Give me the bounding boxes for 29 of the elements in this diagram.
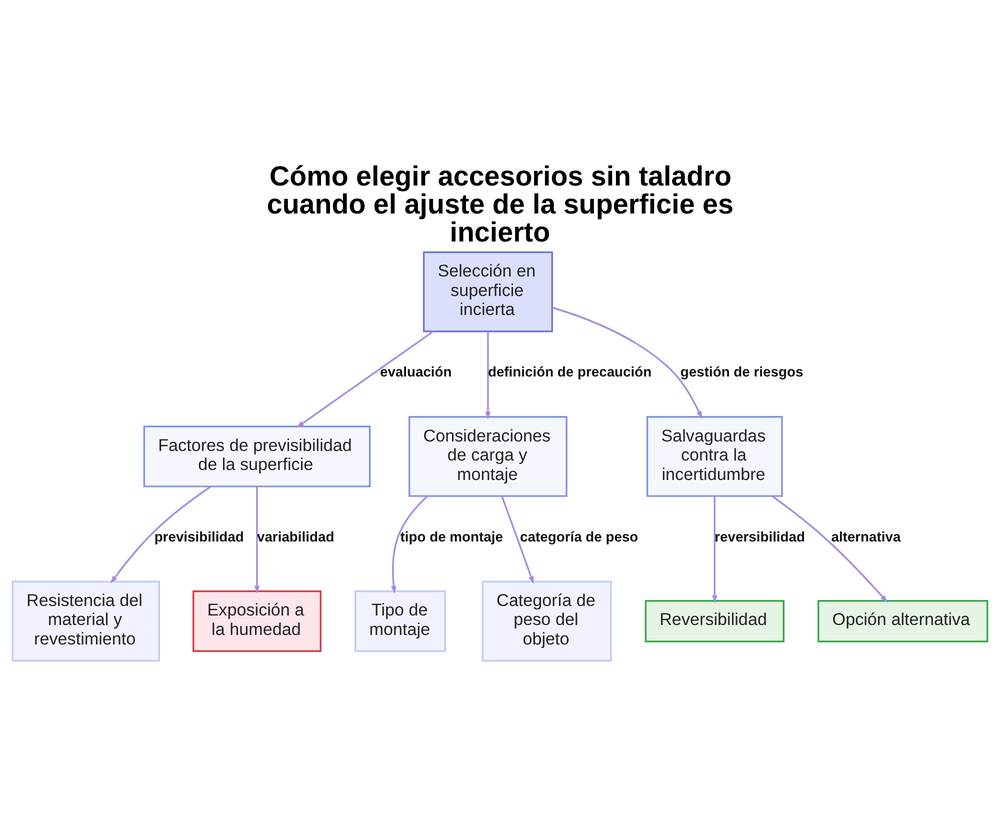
node-box: Salvaguardas contra la incertidumbre <box>646 416 783 497</box>
node-box: Opción alternativa <box>818 600 988 642</box>
arrow <box>110 486 212 584</box>
node-box: Tipo de montaje <box>354 590 446 652</box>
arrow <box>552 306 702 419</box>
edge-label: tipo de montaje <box>400 528 503 544</box>
edge-label: alternativa <box>831 528 901 544</box>
edge-label: evaluación <box>380 364 452 380</box>
node-box: Consideraciones de carga y montaje <box>408 416 568 497</box>
node-box: Reversibilidad <box>644 600 784 642</box>
arrow <box>501 496 534 584</box>
edge-label: gestión de riesgos <box>680 364 804 380</box>
node-box: Resistencia del material y revestimiento <box>12 580 160 662</box>
arrow <box>712 496 718 604</box>
node-box: Factores de previsibilidad de la superficie <box>143 426 371 488</box>
edge-label: categoría de peso <box>520 528 638 544</box>
node-box: Categoría de peso del objeto <box>482 580 612 662</box>
edge-label: variabilidad <box>256 528 334 544</box>
edge-label: previsibilidad <box>154 528 244 544</box>
edge-label: definición de precaución <box>488 364 652 380</box>
node-box: Selección en superficie incierta <box>422 251 553 332</box>
arrow <box>391 496 428 594</box>
edge-label: reversibilidad <box>714 528 806 544</box>
node-box: Exposición a la humedad <box>192 590 322 652</box>
arrow <box>772 496 888 603</box>
arrow <box>296 330 434 428</box>
diagram-title: Cómo elegir accesorios sin taladro cuando el ajuste de la superficie es incierto <box>266 160 734 248</box>
arrow <box>485 331 491 420</box>
arrow <box>254 486 260 594</box>
